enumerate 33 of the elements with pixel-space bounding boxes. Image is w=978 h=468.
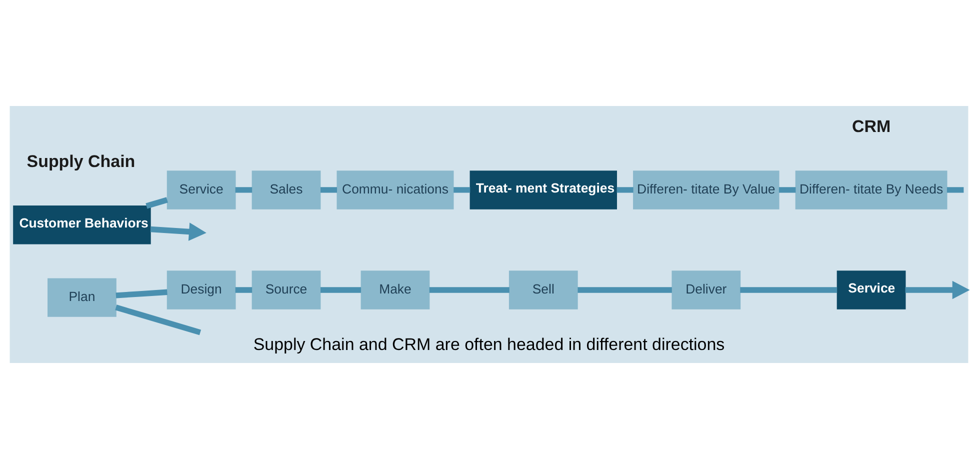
connector [235,286,252,292]
node-box: Sales [252,170,321,209]
connector [320,186,338,192]
node-box: Deliver [672,270,741,309]
node-box: Differen- titate By Value [633,170,780,209]
node-box: Service [836,270,906,309]
node-box: Design [166,270,236,309]
connector [116,288,168,298]
label: Supply Chain [26,151,136,170]
node-box: Differen- titate By Needs [795,170,948,209]
node-box: Plan [48,278,116,316]
connector [454,186,470,192]
arrow [150,222,206,240]
connector [578,286,672,292]
connector [320,286,362,292]
caption: Supply Chain and CRM are often headed in different directions [253,334,725,354]
connector [235,186,252,192]
connector [740,286,838,292]
node-box: Customer Behaviors [13,205,151,244]
node-box: Commu- nications [336,170,454,209]
node-box: Source [252,270,321,309]
node-box: Service [166,170,236,209]
node-box: Treat- ment Strategies [470,170,617,209]
node-box: Sell [508,270,578,309]
label: CRM [852,116,891,136]
connector [946,186,964,192]
connector [429,286,510,292]
connector [778,186,796,192]
connector [115,304,202,335]
connector [616,186,634,192]
connector [146,196,168,208]
arrow [905,280,970,299]
node-box: Make [360,270,430,309]
